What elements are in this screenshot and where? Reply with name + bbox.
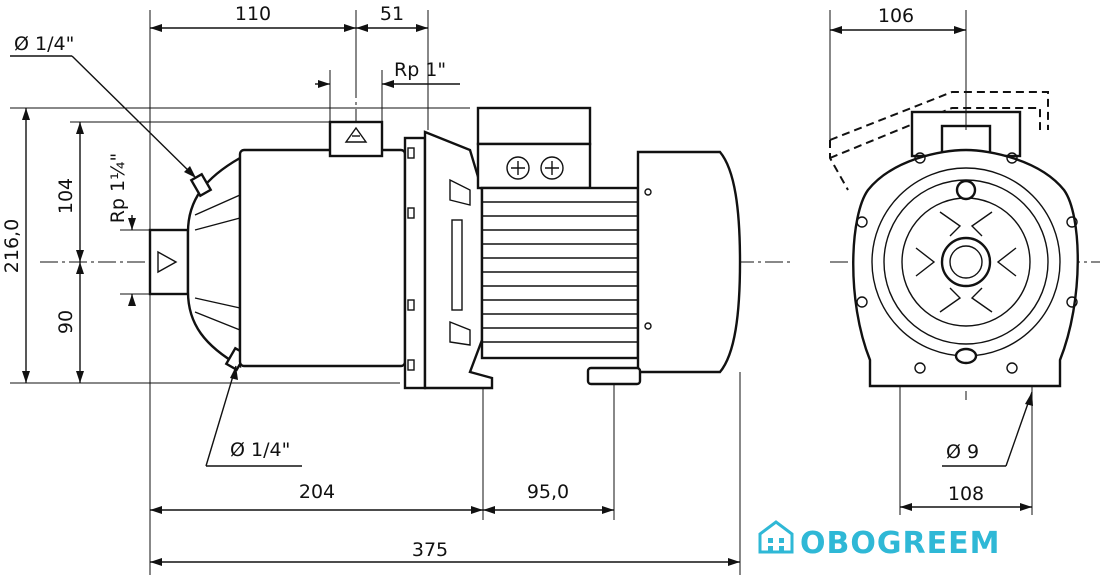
brand-logo: OBOGREEM: [758, 520, 1000, 561]
inlet-arrow-icon: [157, 250, 178, 274]
discharge-arrow-icon: [344, 126, 368, 143]
dim-104-label: 104: [55, 178, 77, 214]
dim-106-label: 106: [878, 5, 914, 27]
side-shaft-hub: [940, 236, 992, 288]
top-drain-plug: [189, 172, 213, 198]
terminal-box-cover: [476, 106, 592, 146]
dia-plug-bottom-label: Ø 1/4": [230, 439, 290, 461]
front-dimensions: 110 51 Rp 1" Ø 1/4" 216,0 104 90: [1, 3, 741, 575]
fan-cover: [636, 150, 742, 374]
dia-plug-top-label: Ø 1/4": [14, 33, 74, 55]
head-ribs: [194, 194, 241, 331]
cable-gland-2: [540, 156, 564, 180]
dim-51-label: 51: [380, 3, 404, 25]
house-icon: [758, 520, 794, 554]
dia9-label: Ø 9: [946, 441, 979, 463]
brand-name: OBOGREEM: [800, 526, 1000, 561]
rp1-label: Rp 1": [394, 59, 446, 81]
pump-body: [238, 148, 407, 368]
dim-95-label: 95,0: [527, 481, 569, 503]
cable-gland-1: [506, 156, 530, 180]
motor-fins: [482, 201, 638, 343]
dim-110-label: 110: [235, 3, 271, 25]
dim-216-label: 216,0: [1, 219, 23, 273]
side-impeller-vanes: [915, 211, 1017, 313]
front-view: [40, 80, 790, 390]
side-view: [829, 91, 1100, 400]
motor-bracket: [423, 130, 494, 390]
side-dimensions: 106 108 Ø 9: [829, 5, 1033, 515]
rp114-label: Rp 1¼": [107, 153, 129, 224]
dim-108-label: 108: [948, 483, 984, 505]
inlet-port: [148, 228, 190, 296]
body-flange: [403, 136, 427, 390]
terminal-box: [476, 142, 592, 190]
motor-housing: [480, 186, 640, 360]
dim-204-label: 204: [299, 481, 335, 503]
dim-375-label: 375: [412, 539, 448, 561]
motor-foot: [586, 366, 642, 386]
dim-90-label: 90: [55, 310, 77, 334]
terminal-box-outline-dashed: [829, 91, 1049, 141]
